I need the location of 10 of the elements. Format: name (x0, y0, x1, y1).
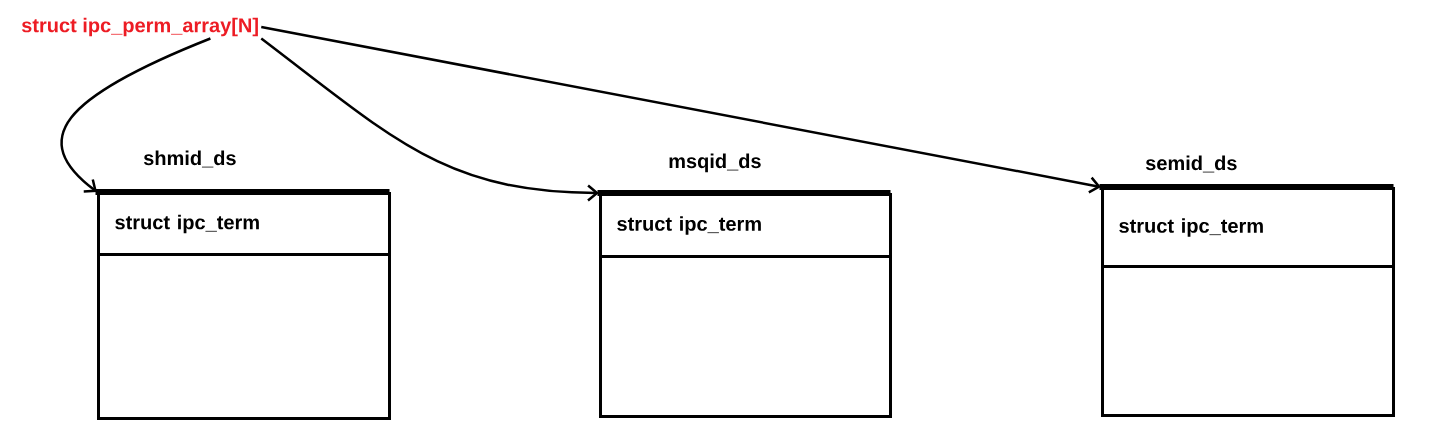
arrow (60, 37, 211, 193)
box-heading: shmid_ds (143, 150, 236, 168)
field-box: struct ipc_term (1101, 187, 1395, 268)
box-heading: semid_ds (1145, 155, 1237, 173)
arrow (261, 25, 1101, 194)
field-box: struct ipc_term (599, 193, 892, 258)
array-label: struct ipc_perm_array[N] (21, 17, 258, 37)
box-heading: msqid_ds (669, 153, 761, 173)
arrow (260, 37, 599, 202)
field-box: struct ipc_term (97, 192, 391, 256)
